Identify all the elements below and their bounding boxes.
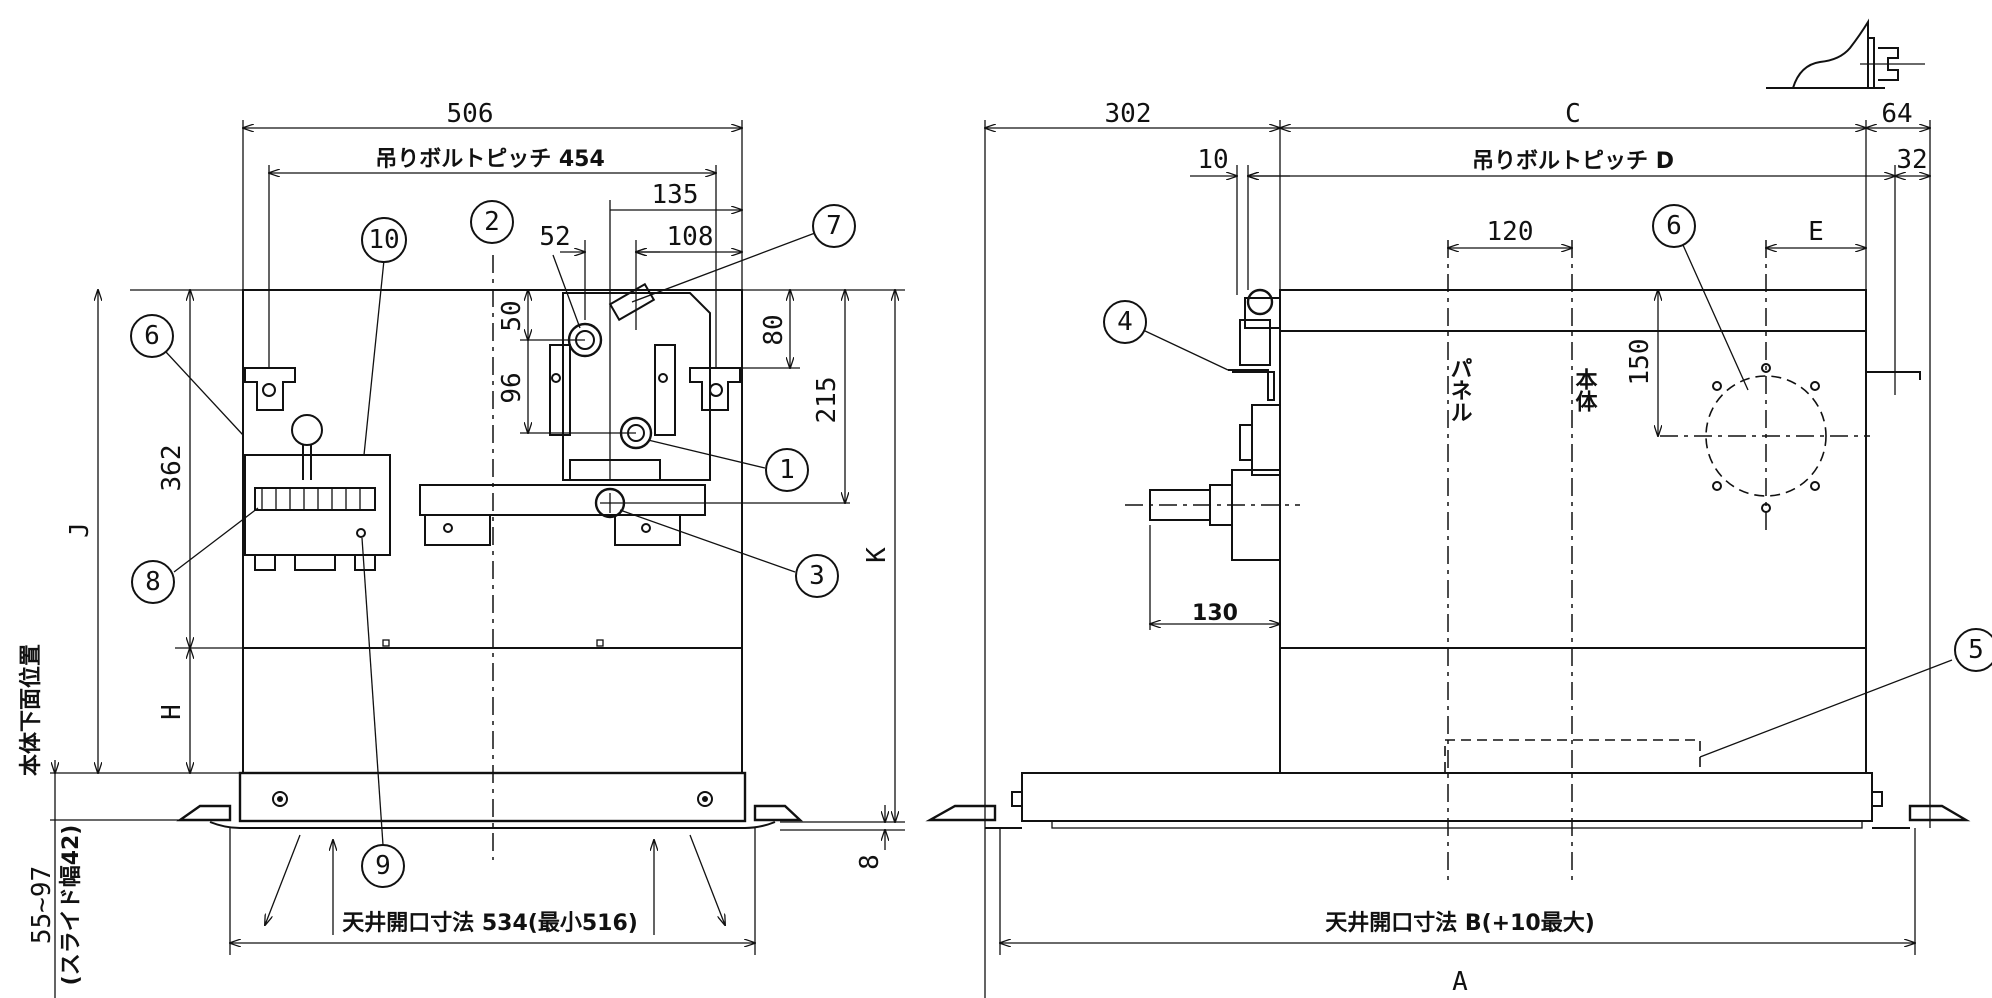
dim-8: 8 — [855, 854, 885, 870]
callout-8: 8 — [145, 567, 161, 597]
label-panel: パネル — [1447, 357, 1472, 423]
dim-55-97: 55~97 — [27, 866, 57, 944]
dim-10: 10 — [1197, 145, 1228, 175]
dim-K: K — [862, 547, 892, 563]
side-view: 302 C 64 10 吊りボルトピッチ D 32 120 E 150 130 … — [925, 18, 1992, 998]
dim-pitch-454: 吊りボルトピッチ 454 — [375, 147, 605, 172]
dim-135: 135 — [652, 180, 699, 210]
callout-6-side: 6 — [1666, 211, 1682, 241]
dim-slide-width: (スライド幅42) — [59, 825, 84, 986]
dim-96: 96 — [497, 372, 527, 403]
dim-120: 120 — [1487, 217, 1534, 247]
callout-7: 7 — [826, 211, 842, 241]
dim-pitch-D: 吊りボルトピッチ D — [1472, 149, 1674, 174]
callout-9: 9 — [375, 851, 391, 881]
callout-1: 1 — [779, 455, 795, 485]
label-body-bottom: 本体下面位置 — [18, 644, 44, 776]
dim-ceiling-B: 天井開口寸法 B(+10最大) — [1325, 911, 1595, 936]
dim-50: 50 — [497, 300, 527, 331]
dim-E: E — [1808, 217, 1824, 247]
dim-215: 215 — [812, 377, 842, 424]
callout-2: 2 — [484, 207, 500, 237]
dim-302: 302 — [1105, 99, 1152, 129]
dim-108: 108 — [667, 222, 714, 252]
dim-H: H — [157, 704, 187, 720]
dim-C: C — [1565, 99, 1581, 129]
dim-130: 130 — [1192, 601, 1238, 626]
dim-150: 150 — [1625, 339, 1655, 386]
callout-6-front: 6 — [144, 321, 160, 351]
callout-10: 10 — [368, 225, 399, 255]
dim-ceiling-534: 天井開口寸法 534(最小516) — [342, 911, 638, 936]
dim-A: A — [1452, 967, 1468, 997]
callout-5: 5 — [1968, 635, 1984, 665]
callout-4: 4 — [1117, 307, 1133, 337]
dim-506: 506 — [447, 99, 494, 129]
dim-J: J — [65, 522, 95, 538]
dim-32: 32 — [1896, 145, 1927, 175]
dim-52: 52 — [539, 222, 570, 252]
dim-80: 80 — [759, 314, 789, 345]
front-view: 506 吊りボルトピッチ 454 135 52 108 50 96 80 215… — [18, 99, 905, 998]
dim-64: 64 — [1881, 99, 1912, 129]
callout-3: 3 — [809, 561, 825, 591]
dim-362: 362 — [157, 445, 187, 492]
label-body: 本体 — [1572, 368, 1598, 412]
